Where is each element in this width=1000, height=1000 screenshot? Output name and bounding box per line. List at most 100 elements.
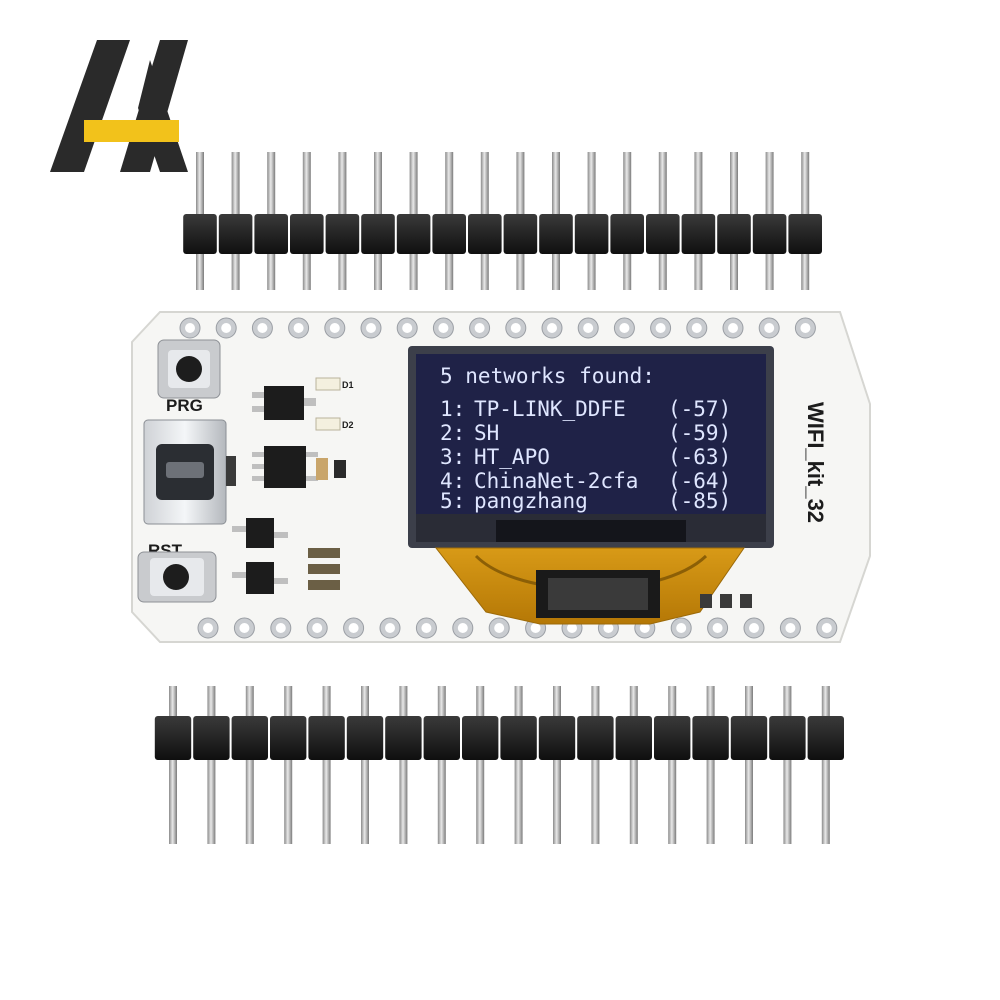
- pcb-pad-hole: [275, 623, 286, 633]
- pad-row-top: [179, 317, 816, 339]
- pcb-pad-hole: [547, 323, 557, 333]
- header-block: [538, 716, 576, 760]
- header-block: [654, 716, 691, 760]
- pcb-board: PRG RST: [131, 311, 871, 643]
- pcb-pad-hole: [366, 323, 376, 333]
- header-pin: [783, 686, 792, 844]
- pcb-pad-hole: [800, 323, 811, 333]
- status-led-2: [315, 417, 341, 431]
- rst-button[interactable]: [137, 551, 217, 603]
- pin-header-top: [183, 152, 822, 290]
- pcb-pad-hole: [676, 623, 687, 633]
- pcb-pad-hole: [348, 623, 359, 633]
- network-ssid: pangzhang: [474, 489, 588, 513]
- header-block: [615, 716, 652, 760]
- header-pin: [821, 686, 830, 844]
- network-ssid: HT_APO: [474, 445, 550, 469]
- pcb-pad-hole: [457, 623, 468, 633]
- header-block: [539, 214, 573, 254]
- header-block: [432, 214, 466, 254]
- board-name-label: WIFI_kit_32: [803, 402, 828, 523]
- pcb-pad-hole: [421, 623, 432, 633]
- network-index: 4:: [440, 469, 465, 493]
- header-block: [325, 214, 360, 254]
- micro-usb-port[interactable]: [143, 419, 227, 525]
- header-block: [788, 214, 822, 254]
- pcb-pad-hole: [691, 323, 702, 333]
- network-rssi: (-57): [668, 397, 731, 421]
- prg-label: PRG: [166, 396, 203, 415]
- oled-display: 5 networks found: 1: TP-LINK_DDFE (-57) …: [408, 346, 774, 548]
- network-index: 1:: [440, 397, 465, 421]
- header-block: [681, 214, 716, 254]
- header-pin: [668, 686, 677, 844]
- pcb-pad-hole: [438, 323, 449, 333]
- pcb-pad-hole: [712, 623, 723, 633]
- header-block: [270, 716, 307, 760]
- pcb-pad-hole: [221, 323, 232, 333]
- network-row: 3: HT_APO (-63): [440, 445, 731, 469]
- network-rssi: (-64): [668, 469, 731, 493]
- pcb-pad-hole: [785, 623, 796, 633]
- network-row: 2: SH (-59): [440, 421, 731, 445]
- pcb-pad-hole: [312, 623, 323, 633]
- header-block: [290, 214, 324, 254]
- network-row: 5: pangzhang (-85): [440, 489, 731, 513]
- header-block: [692, 716, 729, 760]
- led2-label: D2: [342, 420, 354, 430]
- header-pin: [169, 686, 177, 844]
- status-led-1: [315, 377, 341, 391]
- header-block: [503, 214, 538, 254]
- header-block: [646, 214, 680, 254]
- header-pin: [745, 686, 753, 844]
- header-block: [574, 214, 609, 254]
- oled-text-lines: 5 networks found: 1: TP-LINK_DDFE (-57) …: [440, 364, 731, 513]
- network-index: 5:: [440, 489, 465, 513]
- header-block: [807, 716, 844, 760]
- header-block: [231, 716, 268, 760]
- transistor-chips: [232, 518, 288, 594]
- header-block: [717, 214, 751, 254]
- pcb-pad-hole: [293, 323, 304, 333]
- pcb-pad-hole: [603, 623, 614, 633]
- network-index: 3:: [440, 445, 465, 469]
- header-pin: [629, 686, 638, 844]
- header-block: [730, 716, 768, 760]
- header-block: [500, 716, 537, 760]
- pcb-pad-hole: [385, 623, 395, 633]
- header-block: [577, 716, 614, 760]
- header-block: [468, 214, 502, 254]
- usb-serial-chip: [252, 446, 318, 488]
- header-pin: [245, 686, 254, 844]
- network-rssi: (-85): [668, 489, 731, 513]
- header-pin: [207, 686, 216, 844]
- network-row: 4: ChinaNet-2cfa (-64): [440, 469, 731, 493]
- header-pin: [284, 686, 293, 844]
- network-ssid: SH: [474, 421, 499, 445]
- network-index: 2:: [440, 421, 465, 445]
- smd-capacitors: [700, 594, 752, 608]
- header-block: [308, 716, 345, 760]
- header-pin: [514, 686, 523, 844]
- oled-header: 5 networks found:: [440, 364, 655, 388]
- pcb-pad-hole: [639, 623, 650, 633]
- pcb-pad-hole: [257, 323, 268, 333]
- header-pin: [361, 686, 369, 844]
- header-block: [218, 214, 253, 254]
- prg-button[interactable]: [157, 339, 221, 399]
- pcb-pad-hole: [567, 623, 577, 633]
- header-pin: [399, 686, 408, 844]
- header-pin: [322, 686, 331, 844]
- oled-flex-ribbon: [434, 547, 745, 625]
- header-block: [610, 214, 644, 254]
- pcb-pad-hole: [583, 323, 594, 333]
- pcb-pad-hole: [329, 323, 340, 333]
- header-pin: [437, 686, 446, 844]
- pcb-pad-hole: [764, 323, 775, 333]
- voltage-regulator-chip: [252, 386, 316, 420]
- header-block: [254, 214, 288, 254]
- header-block: [423, 716, 460, 760]
- led1-label: D1: [342, 380, 354, 390]
- pcb-pad-hole: [530, 623, 541, 633]
